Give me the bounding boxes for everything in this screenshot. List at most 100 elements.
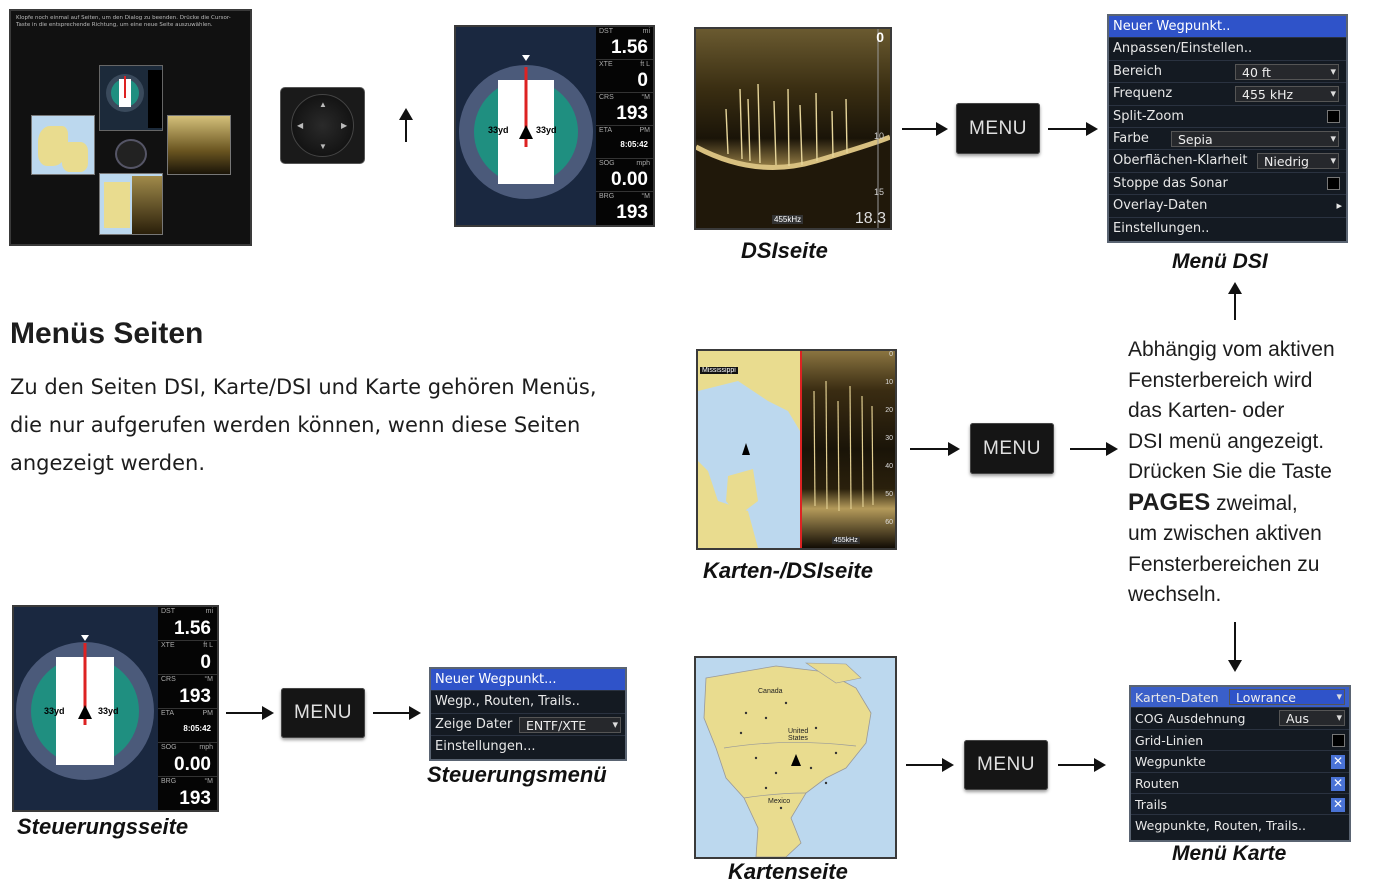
compass-left-distance: 33yd	[488, 125, 509, 135]
steering-show-data-select[interactable]: ENTF/XTE	[519, 716, 621, 733]
arrow-down-1	[1228, 622, 1242, 672]
map-label-mexico: Mexico	[768, 798, 791, 805]
menu-key-3[interactable]: MENU	[281, 688, 365, 738]
split-caption: Karten-/DSIseite	[703, 558, 873, 583]
dsi-color-select[interactable]: Sepia	[1171, 130, 1339, 147]
map-label-us: United States	[788, 728, 809, 742]
arrow-right-7	[906, 758, 954, 772]
arrow-right-6	[373, 706, 421, 720]
dsi-depth-mid: 10	[873, 131, 884, 141]
steering-menu-item-waypoints[interactable]: Wegp., Routen, Trails..	[431, 691, 625, 714]
submenu-arrow-icon: ▸	[1336, 199, 1342, 213]
compass-right-distance: 33yd	[536, 125, 557, 135]
dsi-caption: DSIseite	[741, 238, 828, 263]
dsi-screen: 0 10 15 455kHz 18.3	[694, 27, 892, 230]
dsi-range-select[interactable]: 40 ft	[1235, 63, 1339, 80]
arrow-right-8	[1058, 758, 1106, 772]
dsi-freq-badge: 455kHz	[772, 215, 804, 224]
map-menu-item-cog[interactable]: COG Ausdehnung Aus	[1131, 708, 1349, 730]
map-chart-data-select[interactable]: Lowrance	[1229, 689, 1345, 705]
steering-menu-item-show-data[interactable]: Zeige Dater ENTF/XTE	[431, 714, 625, 737]
pages-thumb-map[interactable]	[31, 115, 95, 175]
arrow-right-2	[1048, 122, 1098, 136]
dsi-surface-clarity-select[interactable]: Niedrig	[1257, 153, 1339, 170]
steering-menu-caption: Steuerungsmenü	[427, 762, 607, 787]
dsi-menu-item-new-waypoint[interactable]: Neuer Wegpunkt..	[1109, 16, 1346, 39]
map-north-america	[696, 658, 895, 857]
cursor-pad-key[interactable]: ▲ ▼ ◀ ▶	[281, 88, 364, 163]
menu-key-2[interactable]: MENU	[970, 423, 1054, 474]
steering-caption: Steuerungsseite	[17, 814, 189, 839]
map-cog-select[interactable]: Aus	[1279, 710, 1345, 727]
split-screen: Mississippi 0 10 20 30 40 50 60 455kHz	[696, 349, 897, 550]
pages-thumb-sonar[interactable]	[167, 115, 231, 175]
steering-menu-item-new-waypoint[interactable]: Neuer Wegpunkt...	[431, 669, 625, 692]
split-sonar-pane: 0 10 20 30 40 50 60 455kHz	[800, 351, 895, 548]
map-grid-checkbox[interactable]	[1332, 733, 1345, 747]
map-label-canada: Canada	[758, 688, 783, 695]
cursor-left-icon: ◀	[297, 121, 304, 130]
dsi-menu-item-color[interactable]: Farbe Sepia	[1109, 128, 1346, 151]
section-heading: Menüs Seiten	[10, 317, 204, 350]
arrow-right-5	[226, 706, 274, 720]
dsi-menu-item-range[interactable]: Bereich 40 ft	[1109, 61, 1346, 84]
arrow-right-3	[910, 442, 960, 456]
map-routes-check-icon[interactable]: ✕	[1331, 775, 1345, 791]
compass-left-distance-bottom: 33yd	[44, 706, 65, 716]
split-freq-badge: 455kHz	[832, 537, 860, 544]
section-paragraph: Zu den Seiten DSI, Karte/DSI und Karte g…	[10, 375, 597, 475]
dsi-depth-top: 0	[876, 29, 884, 45]
dsi-menu-caption: Menü DSI	[1172, 250, 1268, 273]
dsi-stop-sonar-checkbox[interactable]	[1327, 176, 1340, 190]
map-menu-item-wrt[interactable]: Wegpunkte, Routen, Trails..	[1135, 818, 1306, 834]
pages-thumb-steering[interactable]	[99, 65, 163, 131]
dsi-menu-item-frequency[interactable]: Frequenz 455 kHz	[1109, 83, 1346, 106]
cursor-right-icon: ▶	[341, 121, 348, 130]
split-map-pane	[698, 351, 800, 548]
compass-rose-bottom	[16, 635, 154, 780]
pages-cursor-pad[interactable]	[115, 139, 147, 169]
map-menu: Karten-Daten Lowrance COG Ausdehnung Aus…	[1129, 685, 1351, 842]
dsi-menu-item-adjust[interactable]: Anpassen/Einstellen..	[1109, 38, 1346, 61]
map-menu-item-routes[interactable]: Routen ✕	[1131, 773, 1349, 794]
menu-key-1[interactable]: MENU	[956, 103, 1040, 154]
split-depth-scale: 0 10 20 30 40 50 60	[885, 351, 893, 526]
pages-hint-text: Klopfe noch einmal auf Seiten, um den Di…	[16, 15, 231, 28]
dsi-split-zoom-checkbox[interactable]	[1327, 109, 1340, 123]
map-caption: Kartenseite	[728, 859, 848, 884]
dsi-menu-item-stop-sonar[interactable]: Stoppe das Sonar	[1109, 173, 1346, 196]
map-menu-item-chart-data[interactable]: Karten-Daten Lowrance	[1131, 687, 1349, 709]
arrow-right-4	[1070, 442, 1118, 456]
arrow-up-1	[399, 108, 413, 142]
arrow-right-1	[902, 122, 948, 136]
dsi-frequency-select[interactable]: 455 kHz	[1235, 86, 1339, 103]
steering-menu-item-settings[interactable]: Einstellungen...	[435, 739, 536, 755]
map-trails-check-icon[interactable]: ✕	[1331, 796, 1345, 812]
split-map-label: Mississippi	[700, 367, 738, 374]
dsi-menu-item-settings[interactable]: Einstellungen..	[1113, 220, 1210, 236]
dsi-depth-readout: 18.3	[854, 210, 886, 227]
dsi-depth-low: 15	[873, 187, 884, 197]
map-menu-item-grid[interactable]: Grid-Linien	[1131, 730, 1349, 752]
pages-screen: Klopfe noch einmal auf Seiten, um den Di…	[9, 9, 252, 246]
arrow-up-2	[1228, 282, 1242, 320]
map-menu-item-waypoints[interactable]: Wegpunkte ✕	[1131, 751, 1349, 773]
dsi-menu-item-surface-clarity[interactable]: Oberflächen-Klarheit Niedrig	[1109, 150, 1346, 173]
pages-thumb-split[interactable]	[99, 173, 163, 235]
pages-key-name: PAGES	[1128, 488, 1211, 516]
dsi-sonar-image	[696, 29, 890, 228]
dsi-menu-item-split-zoom[interactable]: Split-Zoom	[1109, 106, 1346, 128]
dsi-menu-item-overlay[interactable]: Overlay-Daten ▸	[1109, 195, 1346, 218]
steering-menu: Neuer Wegpunkt... Wegp., Routen, Trails.…	[429, 667, 627, 761]
side-note: Abhängig vom aktiven Fensterbereich wird…	[1128, 338, 1335, 606]
map-screen: Canada United States Mexico	[694, 656, 897, 859]
map-menu-caption: Menü Karte	[1172, 842, 1287, 865]
cursor-up-icon: ▲	[319, 100, 327, 109]
menu-key-4[interactable]: MENU	[964, 740, 1048, 790]
compass-right-distance-bottom: 33yd	[98, 706, 119, 716]
cursor-down-icon: ▼	[319, 142, 327, 151]
map-waypoints-check-icon[interactable]: ✕	[1331, 754, 1345, 770]
map-menu-item-trails[interactable]: Trails ✕	[1131, 794, 1349, 816]
